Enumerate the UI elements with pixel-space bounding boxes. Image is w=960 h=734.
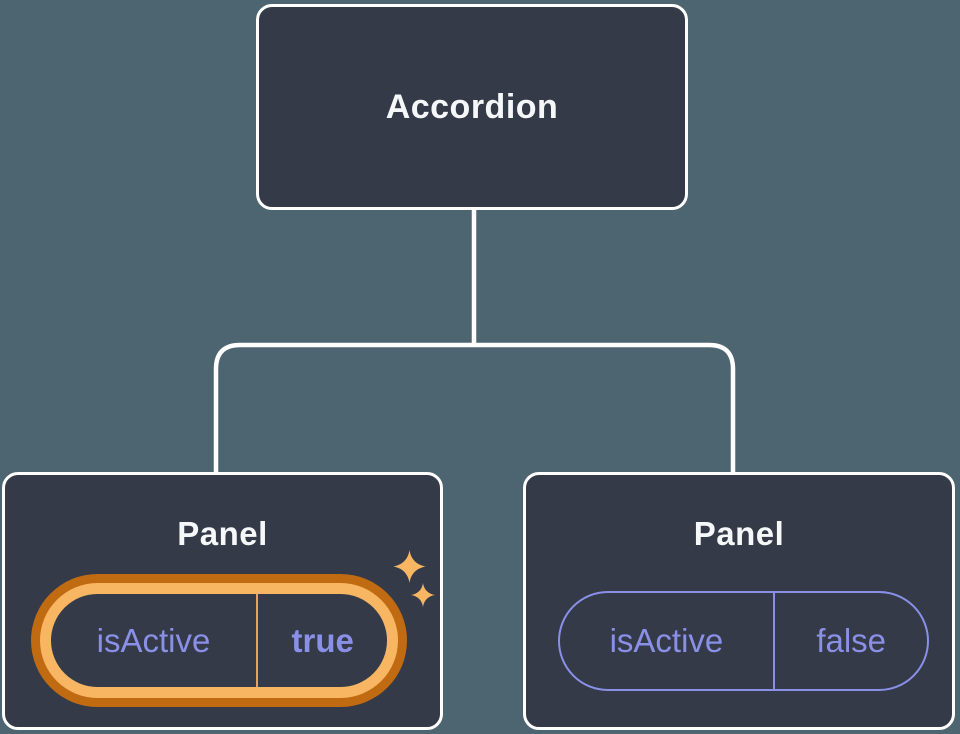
state-value: false <box>816 622 887 659</box>
panel-label: Panel <box>177 515 268 552</box>
state-key: isActive <box>609 622 724 659</box>
state-pill-gold-ring: isActive true <box>40 583 398 698</box>
state-pill: isActive false <box>558 591 929 691</box>
state-pill-highlighted: isActive true <box>31 574 407 707</box>
pill-divider <box>772 593 776 689</box>
panel-label: Panel <box>693 515 785 552</box>
pill-divider <box>255 594 259 687</box>
state-pill-body: isActive true <box>51 594 387 687</box>
state-value: true <box>291 621 354 659</box>
sparkle-icon <box>393 550 426 583</box>
node-panel-inactive: Panel isActive false <box>523 472 955 730</box>
node-panel-active: Panel isActive true <box>2 472 443 730</box>
state-key: isActive <box>96 621 211 659</box>
accordion-label: Accordion <box>385 87 559 126</box>
node-accordion: Accordion <box>256 4 688 210</box>
connector-branch <box>213 342 736 474</box>
sparkle-icon <box>411 583 435 607</box>
